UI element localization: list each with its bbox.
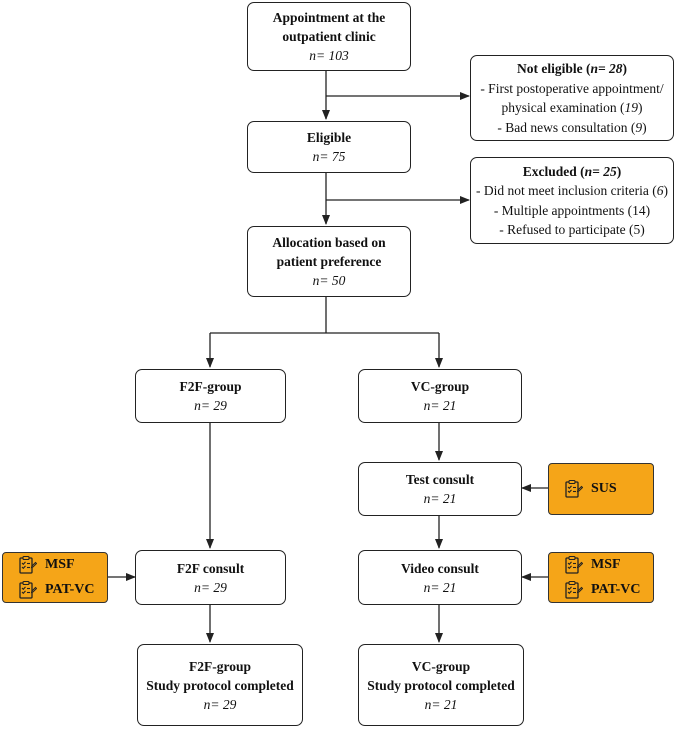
excluded-item2: - Multiple appointments (14) (493, 202, 651, 218)
f2f-consult-box: F2F consult n= 29 (135, 550, 286, 605)
sus-label: SUS (591, 481, 617, 496)
video-consult-title: Video consult (401, 560, 479, 576)
f2f-completed-box: F2F-group Study protocol completed n= 29 (137, 644, 303, 726)
clipboard-checklist-icon (19, 556, 37, 574)
eligible-box: Eligible n= 75 (247, 121, 411, 173)
video-consult-count: n= 21 (423, 579, 457, 595)
appointment-title-line1: Appointment at the (272, 10, 386, 25)
excluded-title: Excluded (n= 25) (522, 163, 622, 179)
vc-completed-count: n= 21 (424, 696, 458, 712)
allocation-title-line2: patient preference (276, 254, 382, 269)
excluded-box: Excluded (n= 25) - Did not meet inclusio… (470, 157, 674, 244)
right-questionnaire-box: MSF PAT-VC (548, 552, 654, 603)
f2f-group-title: F2F-group (179, 379, 242, 394)
not-eligible-item1-line2: physical examination (19) (501, 100, 643, 115)
f2f-completed-count: n= 29 (203, 696, 237, 712)
clipboard-checklist-icon (565, 479, 583, 498)
vc-completed-title-line2: Study protocol completed (367, 677, 515, 693)
test-consult-count: n= 21 (423, 491, 457, 506)
vc-completed-box: VC-group Study protocol completed n= 21 (358, 644, 524, 726)
appointment-title-line2: outpatient clinic (282, 29, 376, 44)
allocation-box: Allocation based on patient preference n… (247, 226, 411, 297)
excluded-count: n= 25 (584, 163, 617, 179)
clipboard-checklist-icon (565, 580, 583, 599)
not-eligible-title: Not eligible (n= 28) (516, 61, 628, 76)
f2f-consult-title: F2F consult (176, 560, 245, 576)
eligible-title: Eligible (306, 130, 352, 145)
vc-completed-title-line1: VC-group (411, 658, 471, 674)
sus-questionnaire-box: SUS (548, 463, 654, 515)
excluded-item1: - Did not meet inclusion criteria (6) (476, 183, 668, 198)
not-eligible-item2: - Bad news consultation (9) (497, 119, 647, 135)
vc-group-box: VC-group n= 21 (358, 369, 522, 423)
left-questionnaire-box: MSF PAT-VC (2, 552, 108, 603)
vc-group-title: VC-group (410, 379, 470, 394)
f2f-group-count: n= 29 (194, 398, 227, 413)
clipboard-checklist-icon (565, 556, 583, 574)
not-eligible-box: Not eligible (n= 28) - First postoperati… (470, 55, 674, 141)
vc-group-count: n= 21 (423, 398, 457, 413)
excluded-item3: - Refused to participate (5) (499, 222, 645, 237)
left-msf-label: MSF (45, 557, 75, 573)
right-msf-label: MSF (591, 557, 621, 573)
f2f-consult-count: n= 29 (194, 579, 227, 595)
video-consult-box: Video consult n= 21 (358, 550, 522, 605)
appointment-box: Appointment at the outpatient clinic n= … (247, 2, 411, 71)
right-patvc-label: PAT-VC (591, 581, 641, 597)
test-consult-box: Test consult n= 21 (358, 462, 522, 516)
f2f-group-box: F2F-group n= 29 (135, 369, 286, 423)
f2f-completed-title-line2: Study protocol completed (146, 677, 294, 693)
not-eligible-count: n= 28 (590, 61, 623, 76)
not-eligible-item1-line1: - First postoperative appointment/ (480, 80, 664, 96)
appointment-count: n= 103 (309, 48, 349, 63)
left-patvc-label: PAT-VC (45, 581, 95, 597)
test-consult-title: Test consult (405, 472, 475, 487)
clipboard-checklist-icon (19, 580, 37, 599)
f2f-completed-title-line1: F2F-group (188, 658, 251, 674)
allocation-count: n= 50 (312, 273, 346, 288)
eligible-count: n= 75 (312, 149, 346, 164)
allocation-title-line1: Allocation based on (272, 235, 386, 250)
